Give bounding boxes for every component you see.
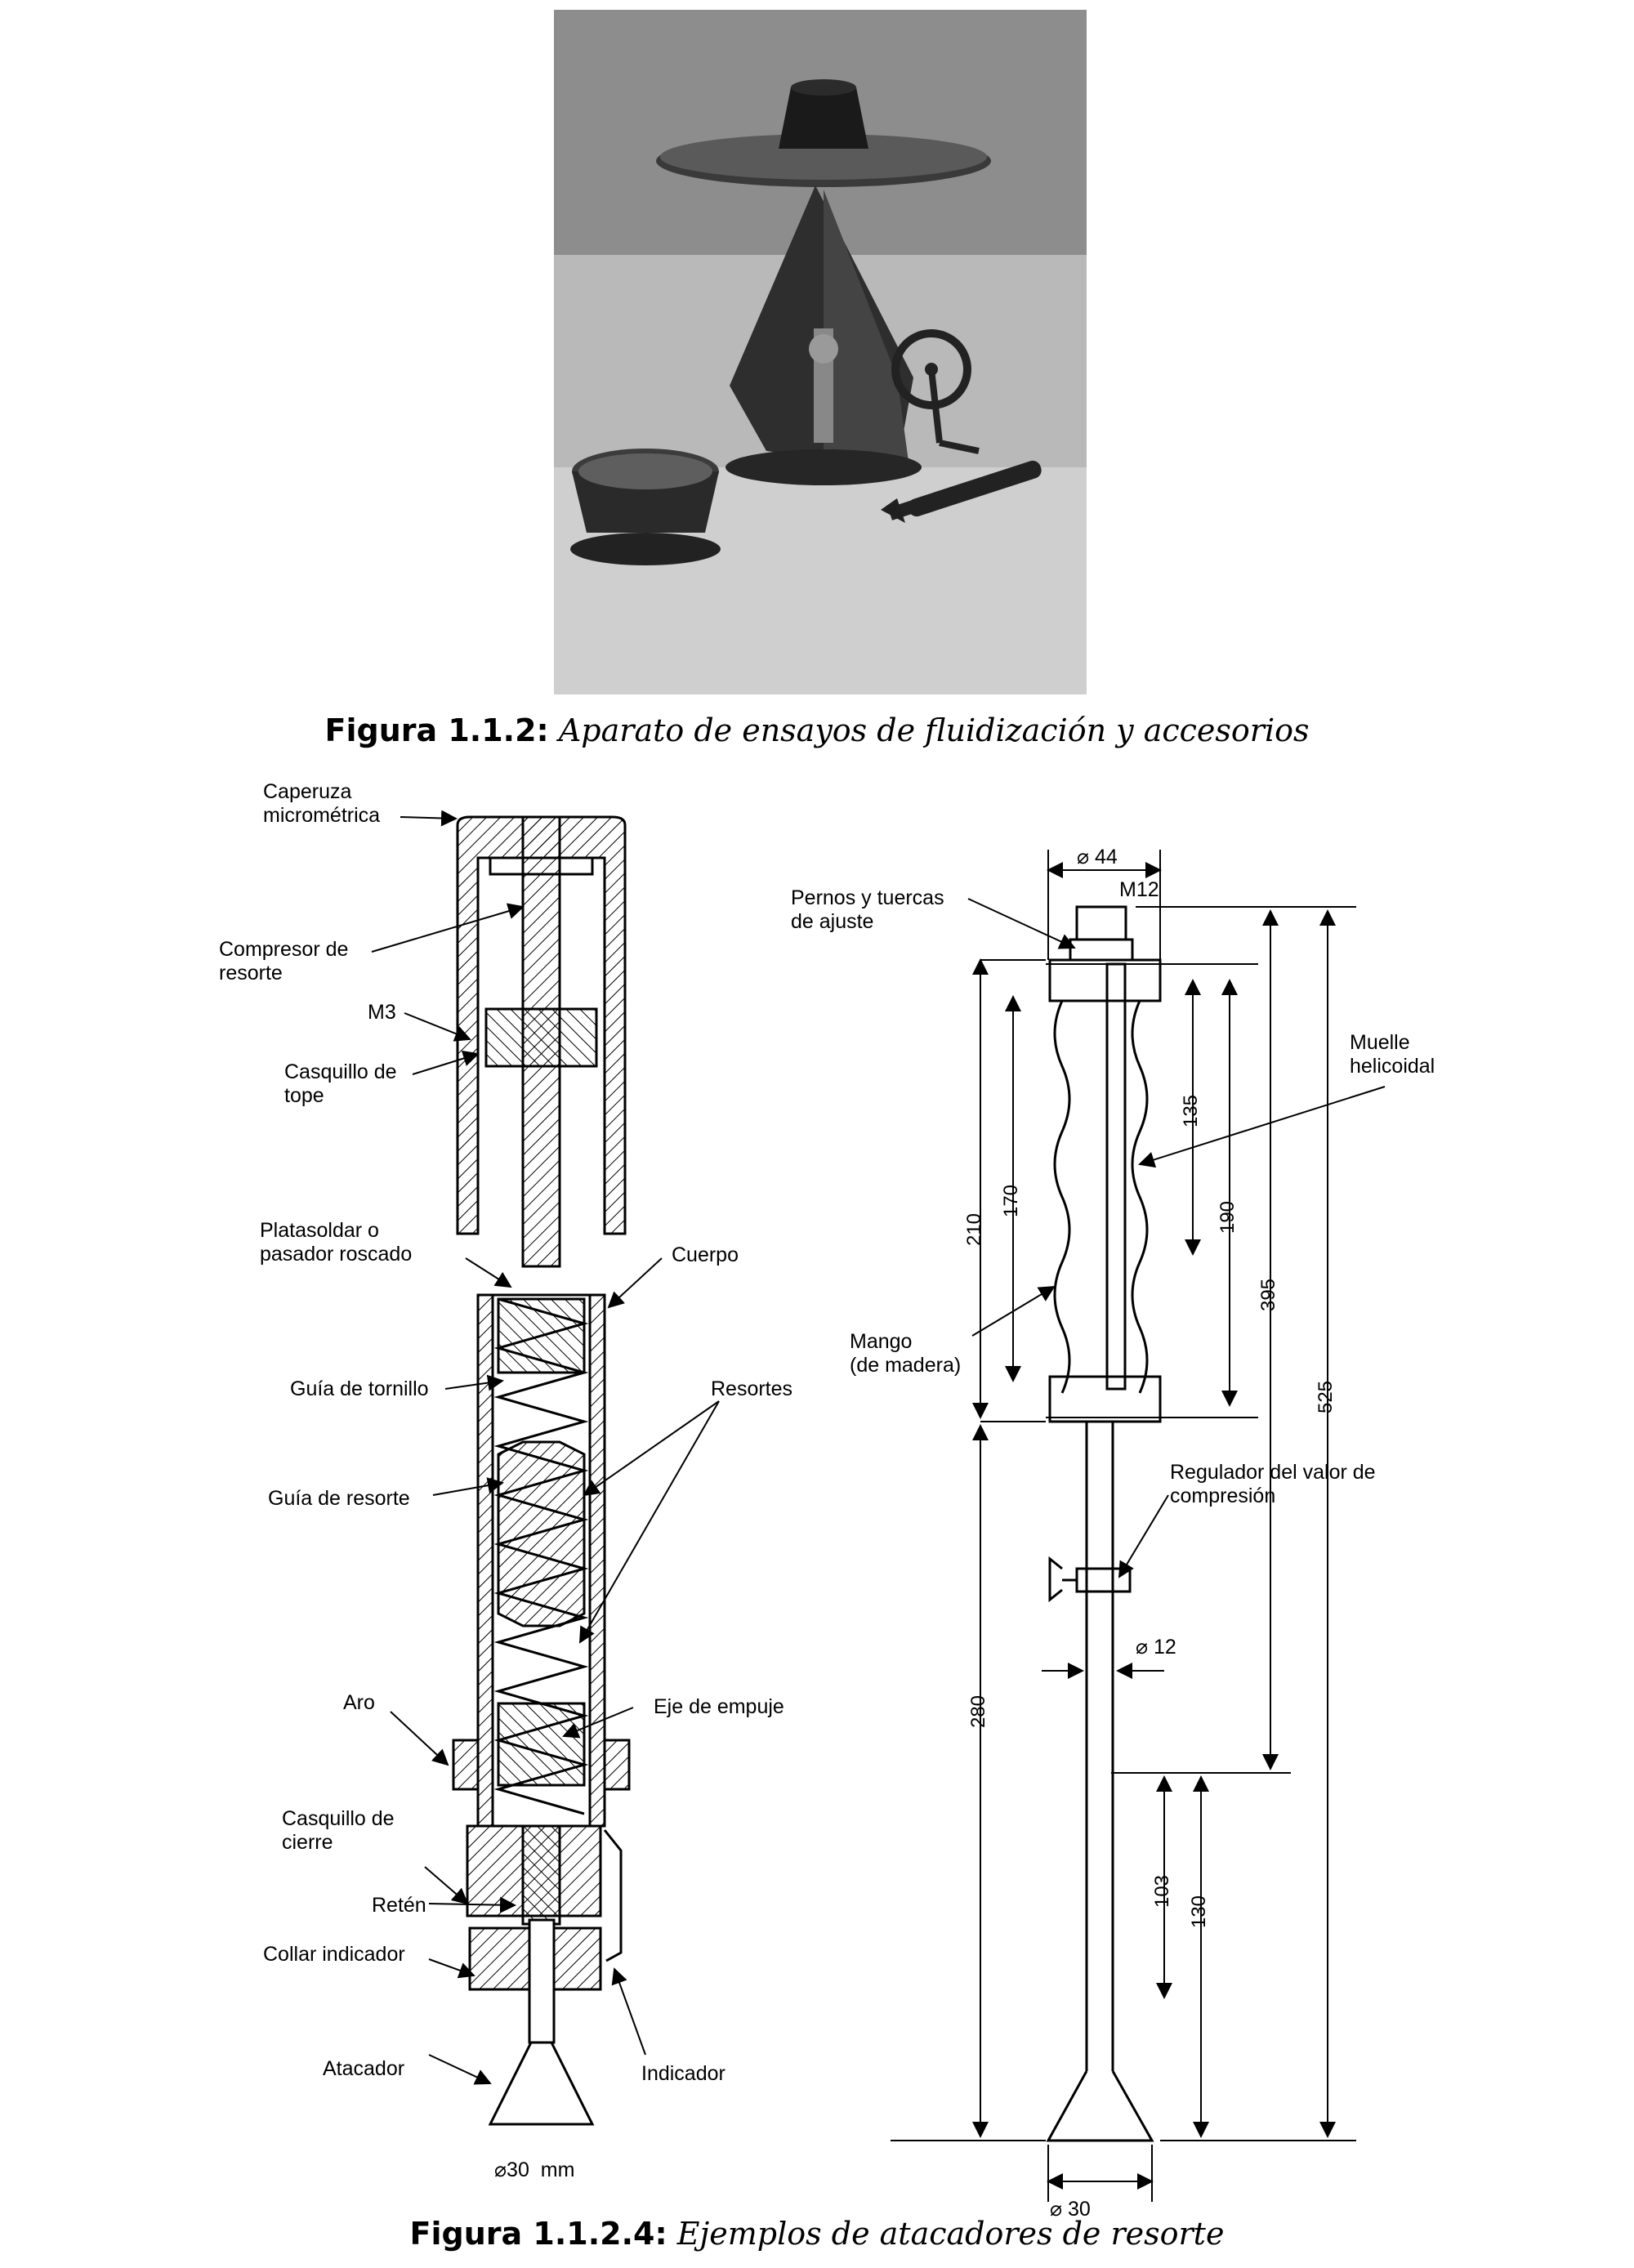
label-mango: Mango (de madera)	[850, 1330, 962, 1377]
figure2-caption-label: Figura 1.1.2.4:	[409, 2216, 667, 2252]
label-platasoldar: Platasoldar o pasador roscado	[260, 1219, 413, 1266]
label-resortes: Resortes	[711, 1377, 793, 1400]
dim-103: 103	[1151, 1875, 1173, 1908]
label-aro: Aro	[343, 1691, 375, 1714]
dim-135: 135	[1180, 1095, 1202, 1127]
dim-130: 130	[1188, 1895, 1210, 1928]
label-reten: Retén	[372, 1894, 426, 1917]
label-collar: Collar indicador	[263, 1943, 405, 1966]
label-indicador: Indicador	[641, 2062, 725, 2085]
dim-d12: ⌀ 12	[1136, 1636, 1176, 1659]
figure2-caption: Figura 1.1.2.4: Ejemplos de atacadores d…	[0, 2216, 1634, 2252]
photo-caption-label: Figura 1.1.2:	[324, 712, 549, 748]
label-eje-empuje: Eje de empuje	[654, 1695, 784, 1718]
dim-d30: ⌀ 30	[1050, 2198, 1091, 2221]
dim-280: 280	[967, 1695, 989, 1728]
label-muelle: Muelle helicoidal	[1350, 1031, 1435, 1078]
photo-caption: Figura 1.1.2: Aparato de ensayos de flui…	[0, 712, 1634, 748]
figure2-caption-text: Ejemplos de atacadores de resorte	[676, 2216, 1225, 2252]
apparatus-photo	[554, 10, 1087, 694]
label-casquillo-cierre: Casquillo de cierre	[282, 1807, 395, 1854]
dim-m12: M12	[1119, 878, 1159, 901]
label-pernos: Pernos y tuercas de ajuste	[791, 886, 944, 933]
label-m3: M3	[368, 1001, 396, 1024]
label-guia-tornillo: Guía de tornillo	[290, 1377, 429, 1400]
label-atacador: Atacador	[323, 2057, 405, 2080]
label-guia-resorte: Guía de resorte	[268, 1487, 410, 1510]
photo-caption-text: Aparato de ensayos de fluidización y acc…	[558, 712, 1310, 748]
dim-210: 210	[963, 1213, 985, 1246]
dim-170: 170	[1000, 1185, 1022, 1217]
label-diam30mm: ⌀30 mm	[494, 2159, 575, 2181]
label-regulador: Regulador del valor de compresión	[1170, 1461, 1376, 1507]
dim-d44: ⌀ 44	[1077, 846, 1118, 868]
dim-525: 525	[1315, 1381, 1337, 1413]
label-compresor: Compresor de resorte	[219, 938, 349, 984]
label-casquillo-tope: Casquillo de tope	[284, 1060, 397, 1107]
dim-395: 395	[1257, 1279, 1279, 1311]
label-cuerpo: Cuerpo	[672, 1243, 739, 1266]
apparatus-photo-drawing	[554, 10, 1087, 694]
label-caperuza: Caperuza micrométrica	[263, 780, 381, 827]
dim-190: 190	[1217, 1201, 1239, 1234]
